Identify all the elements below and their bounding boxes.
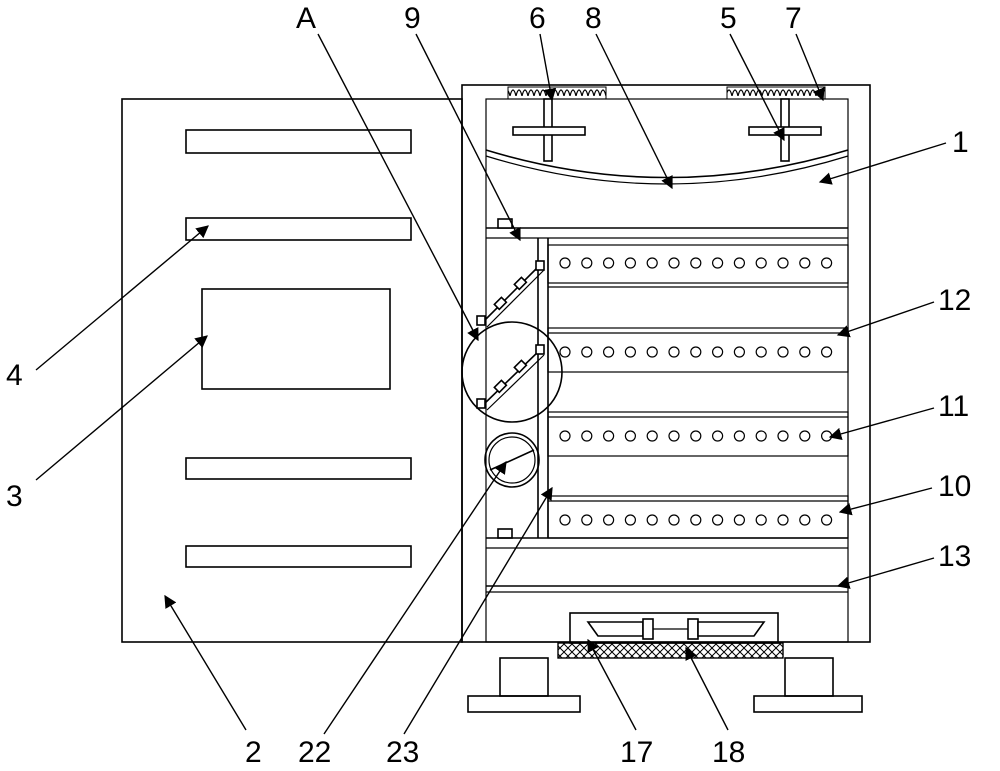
vent-hole: [581, 257, 593, 269]
hatched-cushion: [557, 642, 784, 659]
vent-hole: [602, 430, 615, 442]
curved-filter: [485, 149, 849, 179]
label-6: 6: [529, 2, 546, 35]
vent-hole: [624, 514, 637, 526]
vent-hole: [690, 430, 702, 442]
vent-hole: [733, 257, 746, 269]
connector-rods: [476, 260, 545, 411]
vent-hole: [820, 346, 833, 358]
label-2: 2: [245, 736, 262, 769]
vent-hole: [777, 514, 789, 526]
vent-hole: [820, 430, 833, 442]
vent-hole: [777, 257, 789, 269]
vent-hole: [559, 430, 571, 442]
vent-hole: [755, 346, 767, 358]
vent-hole: [624, 257, 637, 269]
vent-hole: [668, 430, 680, 442]
vent-hole: [711, 514, 724, 526]
vent-hole: [559, 514, 571, 526]
label-8: 8: [585, 2, 602, 35]
label-23: 23: [386, 736, 419, 769]
detail-circle-a: [461, 321, 563, 423]
label-5: 5: [720, 2, 737, 35]
vent-hole: [711, 257, 724, 269]
bottom-drawer: [569, 612, 779, 644]
vent-hole: [581, 430, 593, 442]
door-slot-1: [185, 129, 412, 154]
tray-row-1: [547, 244, 849, 288]
top-gear-right: [726, 86, 826, 100]
door-slot-2: [185, 217, 412, 241]
vent-holes: [559, 257, 833, 526]
vent-hole: [733, 346, 746, 358]
vent-hole: [559, 257, 571, 269]
vent-hole: [690, 257, 702, 269]
vent-hole: [668, 257, 680, 269]
vent-hole: [733, 430, 746, 442]
display-screen: [201, 288, 391, 390]
vent-hole: [602, 346, 615, 358]
vent-hole: [799, 346, 811, 358]
label-1: 1: [952, 126, 969, 159]
vent-hole: [646, 346, 658, 358]
label-22: 22: [298, 736, 331, 769]
leader-lines: [35, 33, 947, 735]
door-slot-3: [185, 457, 412, 480]
vent-hole: [646, 430, 658, 442]
cabinet-body: [461, 84, 871, 643]
vent-hole: [777, 430, 789, 442]
top-gear-left: [507, 86, 607, 100]
vent-hole: [668, 346, 680, 358]
gauge-dial: [484, 432, 540, 488]
door-panel: [121, 98, 463, 643]
vent-hole: [602, 257, 615, 269]
vent-hole: [820, 514, 833, 526]
vent-hole: [581, 346, 593, 358]
vent-hole: [581, 514, 593, 526]
fan-blade-right: [748, 98, 822, 162]
tray-row-3: [547, 411, 849, 457]
label-18: 18: [712, 736, 745, 769]
vent-hole: [646, 257, 658, 269]
door-slot-4: [185, 545, 412, 568]
vent-hole: [602, 514, 615, 526]
vent-hole: [733, 514, 746, 526]
label-17: 17: [620, 736, 653, 769]
vent-hole: [755, 514, 767, 526]
vent-hole: [711, 346, 724, 358]
vent-hole: [777, 346, 789, 358]
label-7: 7: [785, 2, 802, 35]
vent-hole: [624, 346, 637, 358]
vent-hole: [624, 430, 637, 442]
vent-hole: [799, 514, 811, 526]
label-a: A: [296, 2, 316, 35]
vent-hole: [755, 257, 767, 269]
label-12: 12: [938, 284, 971, 317]
label-4: 4: [6, 359, 23, 392]
label-11: 11: [938, 390, 969, 423]
vent-hole: [711, 430, 724, 442]
feet: [467, 657, 863, 713]
vent-hole: [799, 257, 811, 269]
callout-labels: A 9 6 8 5 7 1 12 11 10 13 4 3 2 22 23 17…: [6, 2, 971, 769]
tray-row-2: [547, 327, 849, 373]
vent-hole: [690, 346, 702, 358]
vent-hole: [668, 514, 680, 526]
fan-blade-left: [512, 98, 586, 162]
vent-hole: [690, 514, 702, 526]
vent-hole: [799, 430, 811, 442]
vent-hole: [646, 514, 658, 526]
label-10: 10: [938, 470, 971, 503]
label-3: 3: [6, 480, 23, 513]
label-13: 13: [938, 540, 971, 573]
vent-hole: [559, 346, 571, 358]
vent-hole: [755, 430, 767, 442]
vent-hole: [820, 257, 833, 269]
label-9: 9: [404, 2, 421, 35]
